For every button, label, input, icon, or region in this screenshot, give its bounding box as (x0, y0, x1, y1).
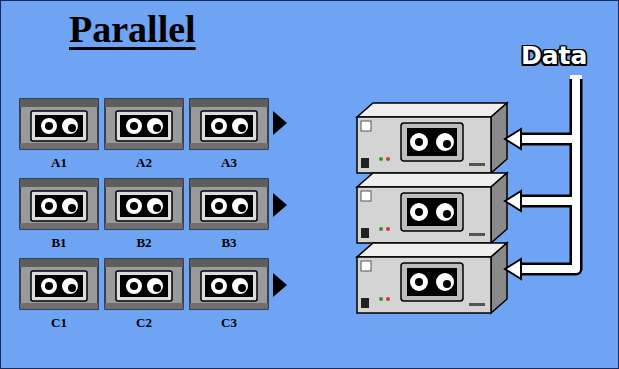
tape-cassette (19, 258, 99, 310)
tape-drive (357, 243, 507, 313)
title: Parallel (69, 7, 196, 51)
tape-cassette (189, 258, 269, 310)
tape-label: A2 (104, 155, 184, 171)
tape-cassette (104, 178, 184, 230)
tape-cassette: A3 (189, 98, 269, 150)
tape-label: A3 (189, 155, 269, 171)
tape-cassette: C1 (19, 258, 99, 310)
feed-arrow (273, 193, 287, 217)
tape-cassette (19, 98, 99, 150)
tape-label: B2 (104, 235, 184, 251)
tape-label: B1 (19, 235, 99, 251)
data-label: Data (521, 41, 587, 70)
tape-cassette: A2 (104, 98, 184, 150)
tape-label: C2 (104, 315, 184, 331)
tape-cassette: C2 (104, 258, 184, 310)
tape-drive (357, 103, 507, 173)
data-arrow (505, 75, 582, 279)
tape-label: A1 (19, 155, 99, 171)
tape-label: C3 (189, 315, 269, 331)
tape-cassette: A1 (19, 98, 99, 150)
tape-cassette (104, 98, 184, 150)
tape-cassette: C3 (189, 258, 269, 310)
tape-drive (357, 173, 507, 243)
tape-label: C1 (19, 315, 99, 331)
tape-cassette: B1 (19, 178, 99, 230)
tape-cassette: B3 (189, 178, 269, 230)
tape-cassette (19, 178, 99, 230)
tape-cassette (189, 178, 269, 230)
feed-arrow (273, 273, 287, 297)
tape-cassette (189, 98, 269, 150)
tape-cassette: B2 (104, 178, 184, 230)
tape-cassette (104, 258, 184, 310)
tape-label: B3 (189, 235, 269, 251)
feed-arrow (273, 111, 287, 135)
